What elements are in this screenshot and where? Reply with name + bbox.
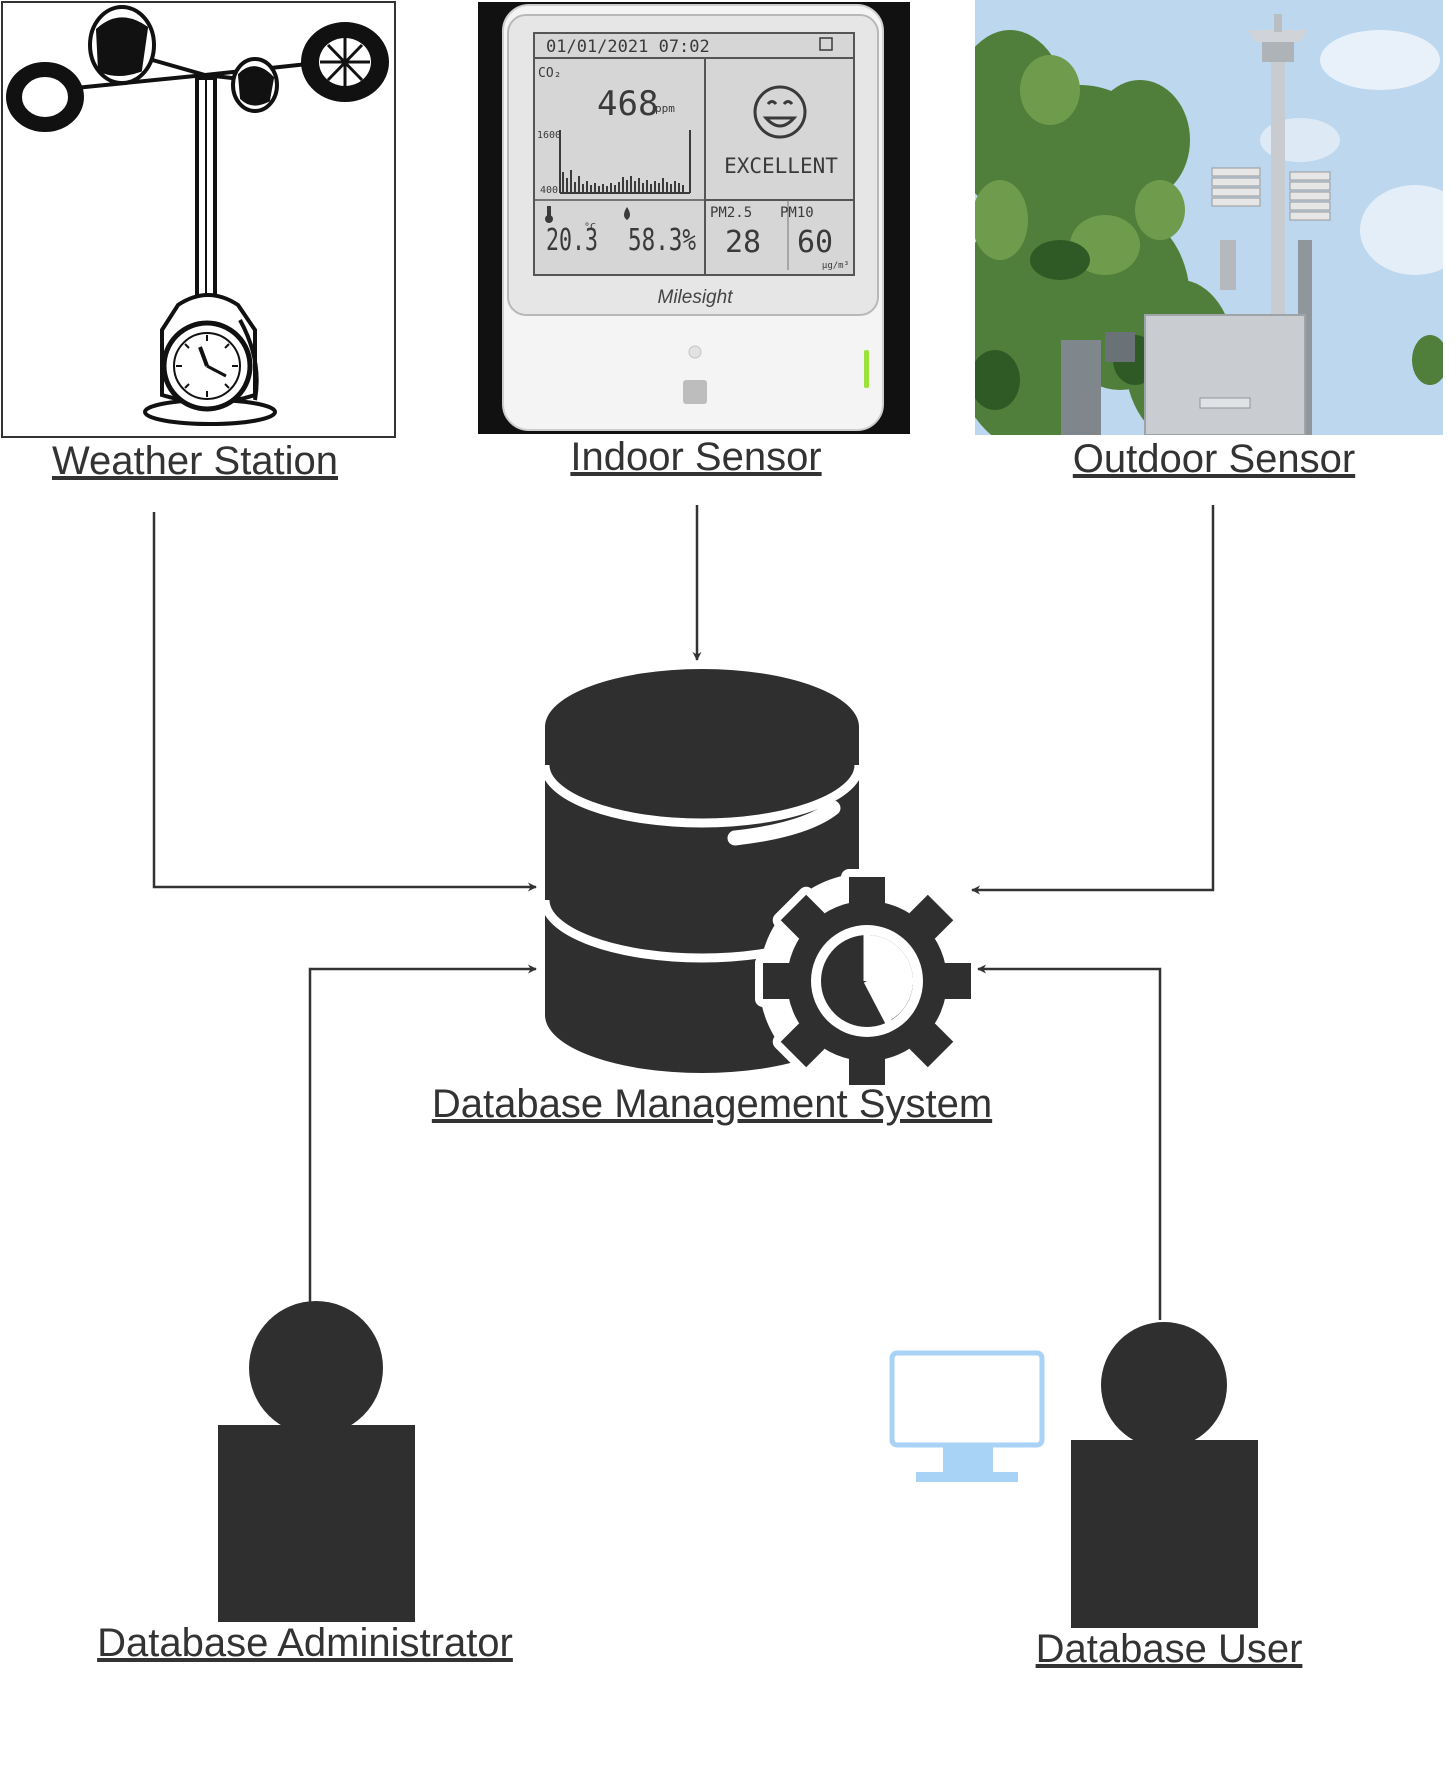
dbms-node: Database Management System	[432, 669, 992, 1126]
device-button	[683, 380, 707, 404]
database-band-1	[540, 764, 864, 828]
weather-station-node: Weather Station	[1, 1, 396, 483]
device-light-sensor	[688, 345, 702, 359]
air-quality-status: EXCELLENT	[724, 154, 838, 178]
pm-unit: µg/m³	[822, 261, 849, 271]
weather-station-label: Weather Station	[52, 439, 338, 483]
indoor-sensor-node: 01/01/2021 07:02 CO₂ 468 ppm 1600 400 EX…	[478, 2, 910, 479]
device-screen	[533, 32, 855, 276]
arrow-outdoor-to-dbms	[971, 505, 1215, 895]
database-gear-icon	[540, 669, 979, 1093]
chart-scale-high: 1600	[537, 130, 561, 141]
smiley-icon	[753, 85, 807, 139]
outdoor-sensor-node: Outdoor Sensor	[975, 0, 1443, 481]
arrow-weather-to-dbms	[152, 512, 537, 892]
arrow-user-to-dbms	[977, 964, 1162, 1320]
anemometer-icon	[6, 5, 389, 426]
db-admin-node: Database Administrator	[97, 1301, 513, 1665]
connectors	[152, 505, 1215, 1320]
monitor-icon	[889, 1350, 1045, 1482]
chart-scale-low: 400	[540, 185, 558, 196]
humidity-icon	[624, 207, 630, 220]
database-highlight	[727, 800, 841, 846]
db-user-label: Database User	[1036, 1627, 1303, 1671]
device-window-icon	[819, 37, 833, 51]
pm25-value: 28	[725, 225, 761, 260]
pm25-label: PM2.5	[710, 205, 752, 221]
person-icon	[218, 1301, 415, 1622]
outdoor-sensor-label: Outdoor Sensor	[1073, 437, 1355, 481]
co2-unit: ppm	[655, 102, 675, 115]
dbms-label: Database Management System	[432, 1082, 992, 1126]
device-datetime: 01/01/2021 07:02	[546, 37, 710, 57]
co2-label: CO₂	[538, 66, 561, 81]
thermometer-icon	[545, 206, 553, 223]
gear-icon	[755, 869, 979, 1093]
device-status-led	[864, 350, 869, 388]
co2-value: 468	[597, 84, 658, 124]
co2-history-chart	[559, 130, 691, 194]
device-brand: Milesight	[658, 287, 734, 308]
arrow-admin-to-dbms	[308, 964, 537, 1302]
db-admin-label: Database Administrator	[97, 1621, 513, 1665]
indoor-sensor-label: Indoor Sensor	[570, 435, 821, 479]
humidity-value: 58.3%	[628, 223, 696, 258]
person-icon	[1071, 1322, 1258, 1628]
temperature-value: 20.3	[546, 223, 598, 258]
pm10-value: 60	[797, 225, 833, 260]
outdoor-sensor-photo	[975, 0, 1443, 435]
db-user-node: Database User	[889, 1322, 1303, 1671]
temp-unit: °C	[584, 222, 596, 233]
pm10-label: PM10	[780, 205, 814, 221]
